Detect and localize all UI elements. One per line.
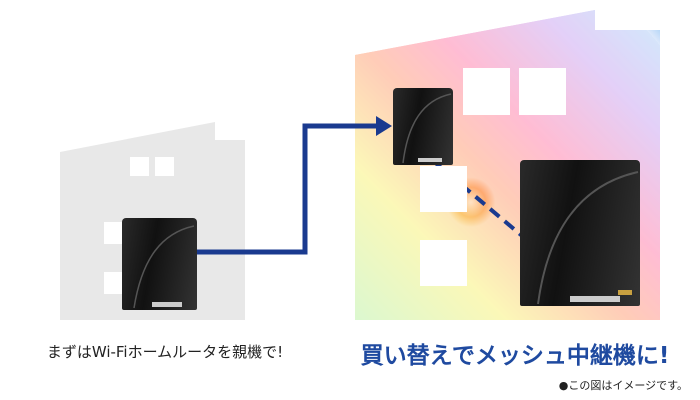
before-caption: まずはWi-Fiホームルータを親機で! [46,343,284,361]
mesh-satellite-router [393,88,453,165]
upgrade-arrow [197,123,378,255]
window [130,157,149,176]
home-router [122,218,197,310]
arrow-head [376,116,392,136]
after-caption: 買い替えでメッシュ中継機に! [360,343,670,369]
window [519,68,566,115]
window [155,157,174,176]
window [104,272,123,294]
window [420,166,467,212]
window [420,240,467,286]
image-note: ●この図はイメージです。 [558,379,688,392]
window [463,68,510,115]
new-mesh-router [520,160,640,306]
window [104,222,123,244]
